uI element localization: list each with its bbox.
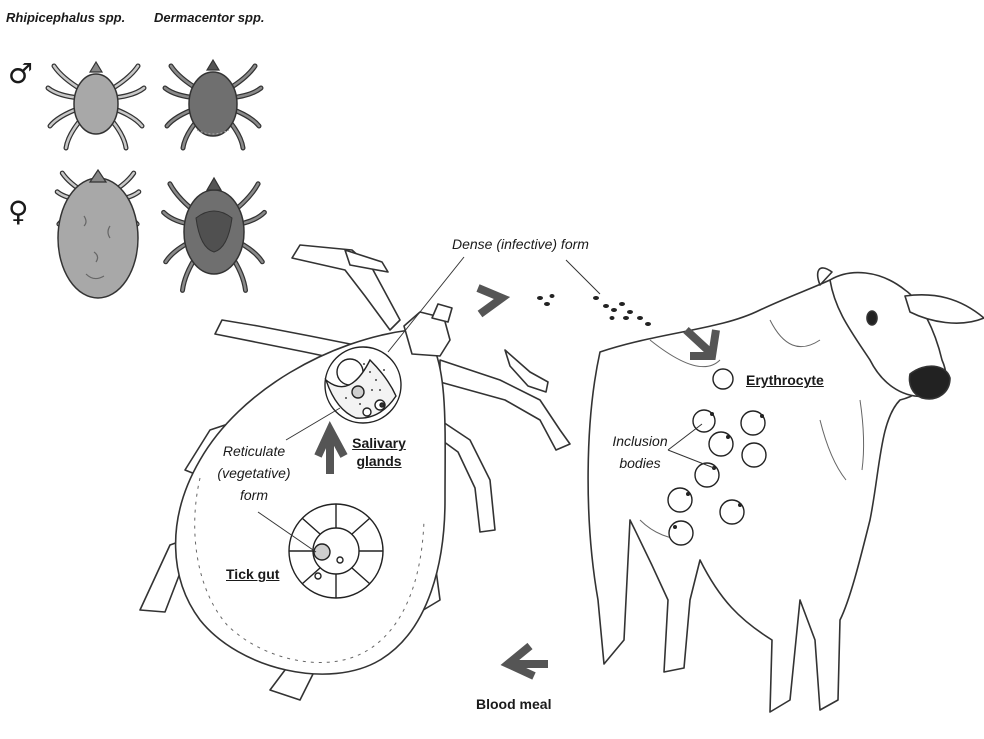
- rhipicephalus-female-tick: [57, 170, 139, 298]
- female-symbol-icon: ♀: [8, 198, 29, 226]
- rhipicephalus-male-tick: [48, 62, 144, 148]
- salivary-glands-line1: Salivary: [352, 435, 406, 451]
- large-tick: [140, 245, 570, 700]
- salivary-glands-line2: glands: [356, 453, 401, 469]
- arrow-icon: [508, 646, 548, 676]
- erythrocyte: [713, 369, 733, 389]
- tick-leg-1: [292, 245, 400, 330]
- dermacentor-female-tick: [164, 178, 265, 290]
- male-symbol-icon: ♂: [8, 60, 33, 88]
- erythrocyte-label: Erythrocyte: [746, 372, 824, 388]
- inclusion-line2: bodies: [619, 455, 660, 471]
- inclusion-bodies-label: Inclusion bodies: [604, 430, 676, 474]
- arrow-icon: [478, 288, 502, 314]
- reticulate-line2: (vegetative): [217, 465, 290, 481]
- reticulate-form-label: Reticulate (vegetative) form: [208, 440, 300, 506]
- reticulate-line3: form: [240, 487, 268, 503]
- inclusion-line1: Inclusion: [612, 433, 667, 449]
- genus-label-dermacentor: Dermacentor spp.: [154, 10, 265, 25]
- blood-meal-label: Blood meal: [476, 696, 551, 712]
- salivary-gland-section: [325, 347, 401, 423]
- cow-muzzle: [910, 366, 951, 399]
- dense-form-particles: [537, 294, 651, 326]
- salivary-glands-label: Salivary glands: [348, 434, 410, 470]
- genus-label-rhipicephalus: Rhipicephalus spp.: [6, 10, 125, 25]
- dermacentor-male-tick: [165, 60, 261, 148]
- dense-form-label: Dense (infective) form: [452, 236, 589, 252]
- cow: [588, 268, 984, 712]
- tick-gut-section: [289, 504, 383, 598]
- tick-gut-label: Tick gut: [226, 566, 279, 582]
- reticulate-line1: Reticulate: [223, 443, 285, 459]
